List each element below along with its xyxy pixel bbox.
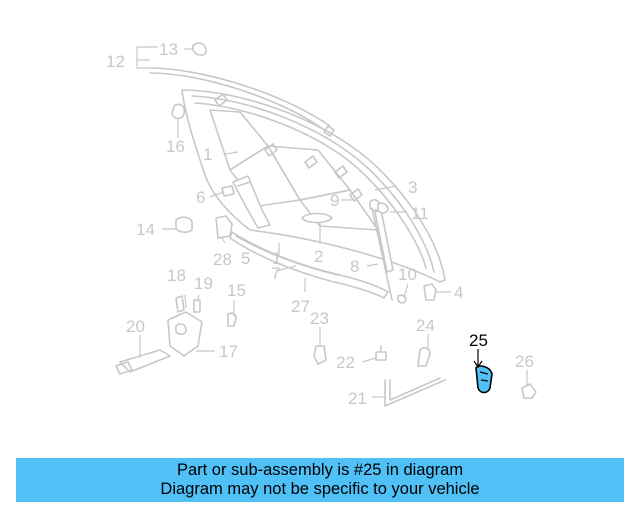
part-25-highlighted	[475, 365, 493, 394]
callout-19: 19	[194, 274, 213, 293]
release-handle	[301, 212, 333, 224]
lower-seal	[229, 231, 389, 299]
callout-9: 9	[330, 191, 339, 210]
callout-22: 22	[336, 353, 355, 372]
callout-2: 2	[314, 247, 323, 266]
callouts: 12 13 16 1 6 14 28 5 1 7 2 3 9 11 8 10 4…	[106, 40, 534, 408]
callout-21: 21	[348, 389, 367, 408]
hood-hinge	[232, 175, 271, 229]
callout-26: 26	[515, 352, 534, 371]
callout-10: 10	[398, 265, 417, 284]
latch-assembly	[115, 295, 203, 375]
callout-25: 25	[469, 331, 488, 350]
callout-5: 5	[241, 249, 250, 268]
callout-23: 23	[310, 309, 329, 328]
info-banner: Part or sub-assembly is #25 in diagram D…	[16, 458, 624, 502]
callout-20: 20	[126, 317, 145, 336]
callout-11: 11	[411, 204, 429, 223]
callout-7: 7	[271, 264, 280, 283]
callout-15: 15	[227, 281, 246, 300]
callout-16: 16	[166, 137, 185, 156]
callout-14: 14	[136, 220, 155, 239]
callout-1a: 1	[203, 145, 212, 164]
callout-6: 6	[196, 188, 205, 207]
banner-line-2: Diagram may not be specific to your vehi…	[160, 480, 480, 498]
callout-4: 4	[454, 283, 463, 302]
callout-1b: 1	[272, 249, 281, 268]
callout-28: 28	[213, 250, 232, 269]
callout-3: 3	[408, 178, 417, 197]
leader-lines	[136, 46, 528, 398]
callout-24: 24	[416, 316, 435, 335]
weatherstrip	[149, 42, 335, 137]
callout-8: 8	[350, 257, 359, 276]
banner-line-1: Part or sub-assembly is #25 in diagram	[176, 461, 464, 479]
callout-12: 12	[106, 52, 125, 71]
small-parts	[171, 103, 537, 407]
callout-13: 13	[159, 40, 178, 59]
callout-17: 17	[219, 342, 238, 361]
callout-18: 18	[167, 266, 186, 285]
callout-27: 27	[291, 297, 310, 316]
